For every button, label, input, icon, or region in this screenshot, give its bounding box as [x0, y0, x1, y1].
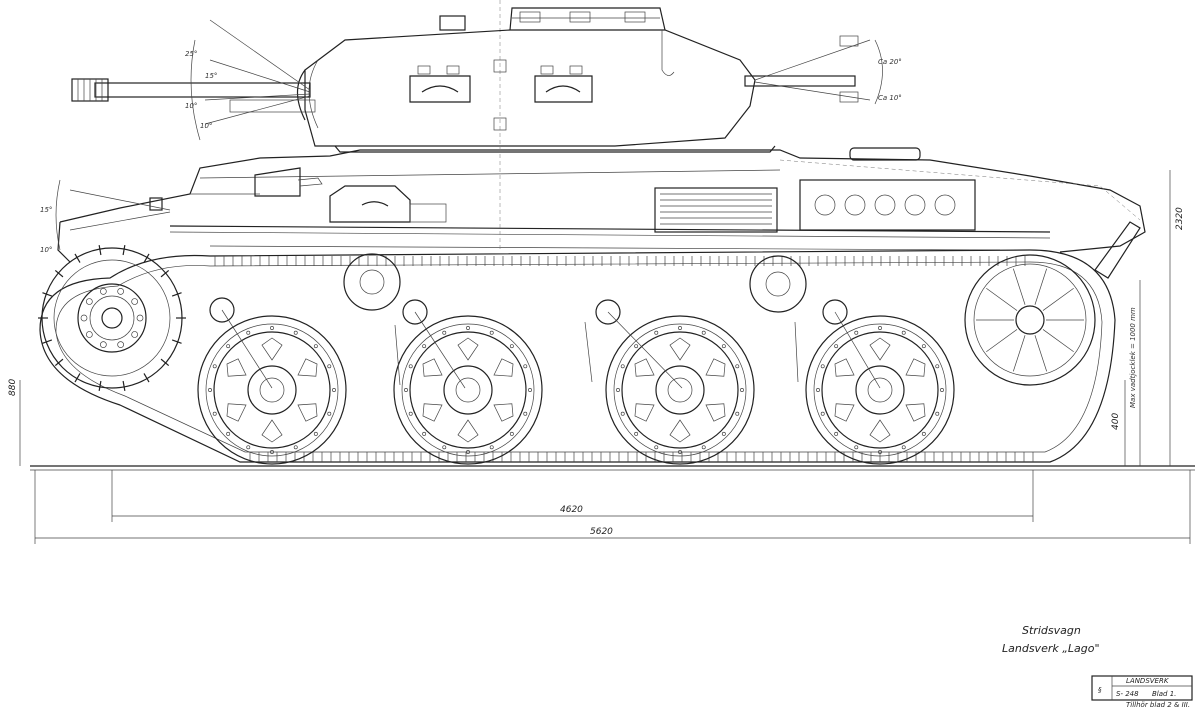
- title-block-logo: §: [1098, 686, 1102, 694]
- dimension-lines: [19, 380, 1191, 544]
- angle-gun-elev-2: 15°: [205, 72, 217, 80]
- title-block-number: S- 248: [1116, 690, 1139, 698]
- drawing-title-line2: Landsverk „Lago": [1002, 642, 1100, 655]
- road-wheel: [605, 315, 755, 465]
- drawing-title-line1: Stridsvagn: [1022, 624, 1081, 637]
- hull: [57, 0, 1171, 466]
- drive-sprocket: [38, 245, 186, 391]
- title-block: §: [1091, 675, 1193, 701]
- return-rollers: [343, 253, 807, 313]
- idler-wheel: [964, 254, 1096, 386]
- angle-rear-gun-1: Ca 20°: [878, 58, 902, 66]
- angle-gun-elev-3: 10°: [185, 102, 197, 110]
- angle-gun-elev-4: 10°: [200, 122, 212, 130]
- road-wheel: [393, 315, 543, 465]
- dim-wheelbase: 4620: [560, 505, 583, 515]
- main-gun: [71, 19, 316, 141]
- angle-rear-gun-2: Ca 10°: [878, 94, 902, 102]
- dim-overall-length: 5620: [590, 527, 613, 537]
- dim-slope-note: Max vadtjocklek = 1000 mm: [1129, 307, 1137, 408]
- rear-hook: [1094, 221, 1141, 279]
- angle-hull-gun-2: 10°: [40, 246, 52, 254]
- turret: [296, 7, 776, 153]
- road-wheels: [197, 315, 955, 465]
- title-block-note: Tillhör blad 2 & III.: [1126, 701, 1190, 709]
- dim-ground-clearance: 400: [1111, 413, 1121, 430]
- title-block-company: LANDSVERK: [1126, 677, 1170, 685]
- title-block-sheet: Blad 1.: [1152, 690, 1176, 698]
- track: [39, 249, 1116, 463]
- dim-overall-height: 2320: [1175, 207, 1185, 230]
- suspension: [209, 297, 881, 389]
- angle-hull-gun-1: 15°: [40, 206, 52, 214]
- road-wheel: [805, 315, 955, 465]
- hull-machine-gun: [55, 179, 171, 251]
- angle-gun-elev-1: 25°: [185, 50, 197, 58]
- rear-machine-gun: [744, 35, 883, 105]
- dim-track-height: 880: [8, 379, 18, 396]
- road-wheel: [197, 315, 347, 465]
